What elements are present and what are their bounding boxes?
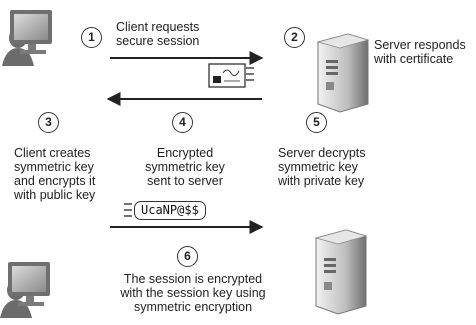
step-4-text: Encrypted symmetric key sent to server <box>145 146 225 188</box>
step-3-badge: 3 <box>38 112 59 133</box>
client-computer-icon <box>2 10 52 66</box>
encrypted-key-box: UcaNP@$$ <box>134 201 206 220</box>
step-2-badge: 2 <box>284 27 305 48</box>
step-1-badge: 1 <box>81 27 102 48</box>
server-icon-bottom <box>314 229 368 315</box>
step-1-text: Client requests secure session <box>116 20 200 48</box>
step-2-text: Server responds with certificate <box>374 38 466 66</box>
step-5-badge: 5 <box>306 112 327 133</box>
step-6-badge: 6 <box>177 246 198 267</box>
step-4-badge: 4 <box>172 112 193 133</box>
step-6-text: The session is encrypted with the sessio… <box>120 272 266 314</box>
key-packet-icon <box>124 203 132 217</box>
client-computer-icon-bottom <box>0 262 50 318</box>
step-5-text: Server decrypts symmetric key with priva… <box>278 146 366 188</box>
step-3-text: Client creates symmetric key and encrypt… <box>14 146 96 202</box>
certificate-icon <box>208 63 254 88</box>
server-icon <box>316 33 370 113</box>
